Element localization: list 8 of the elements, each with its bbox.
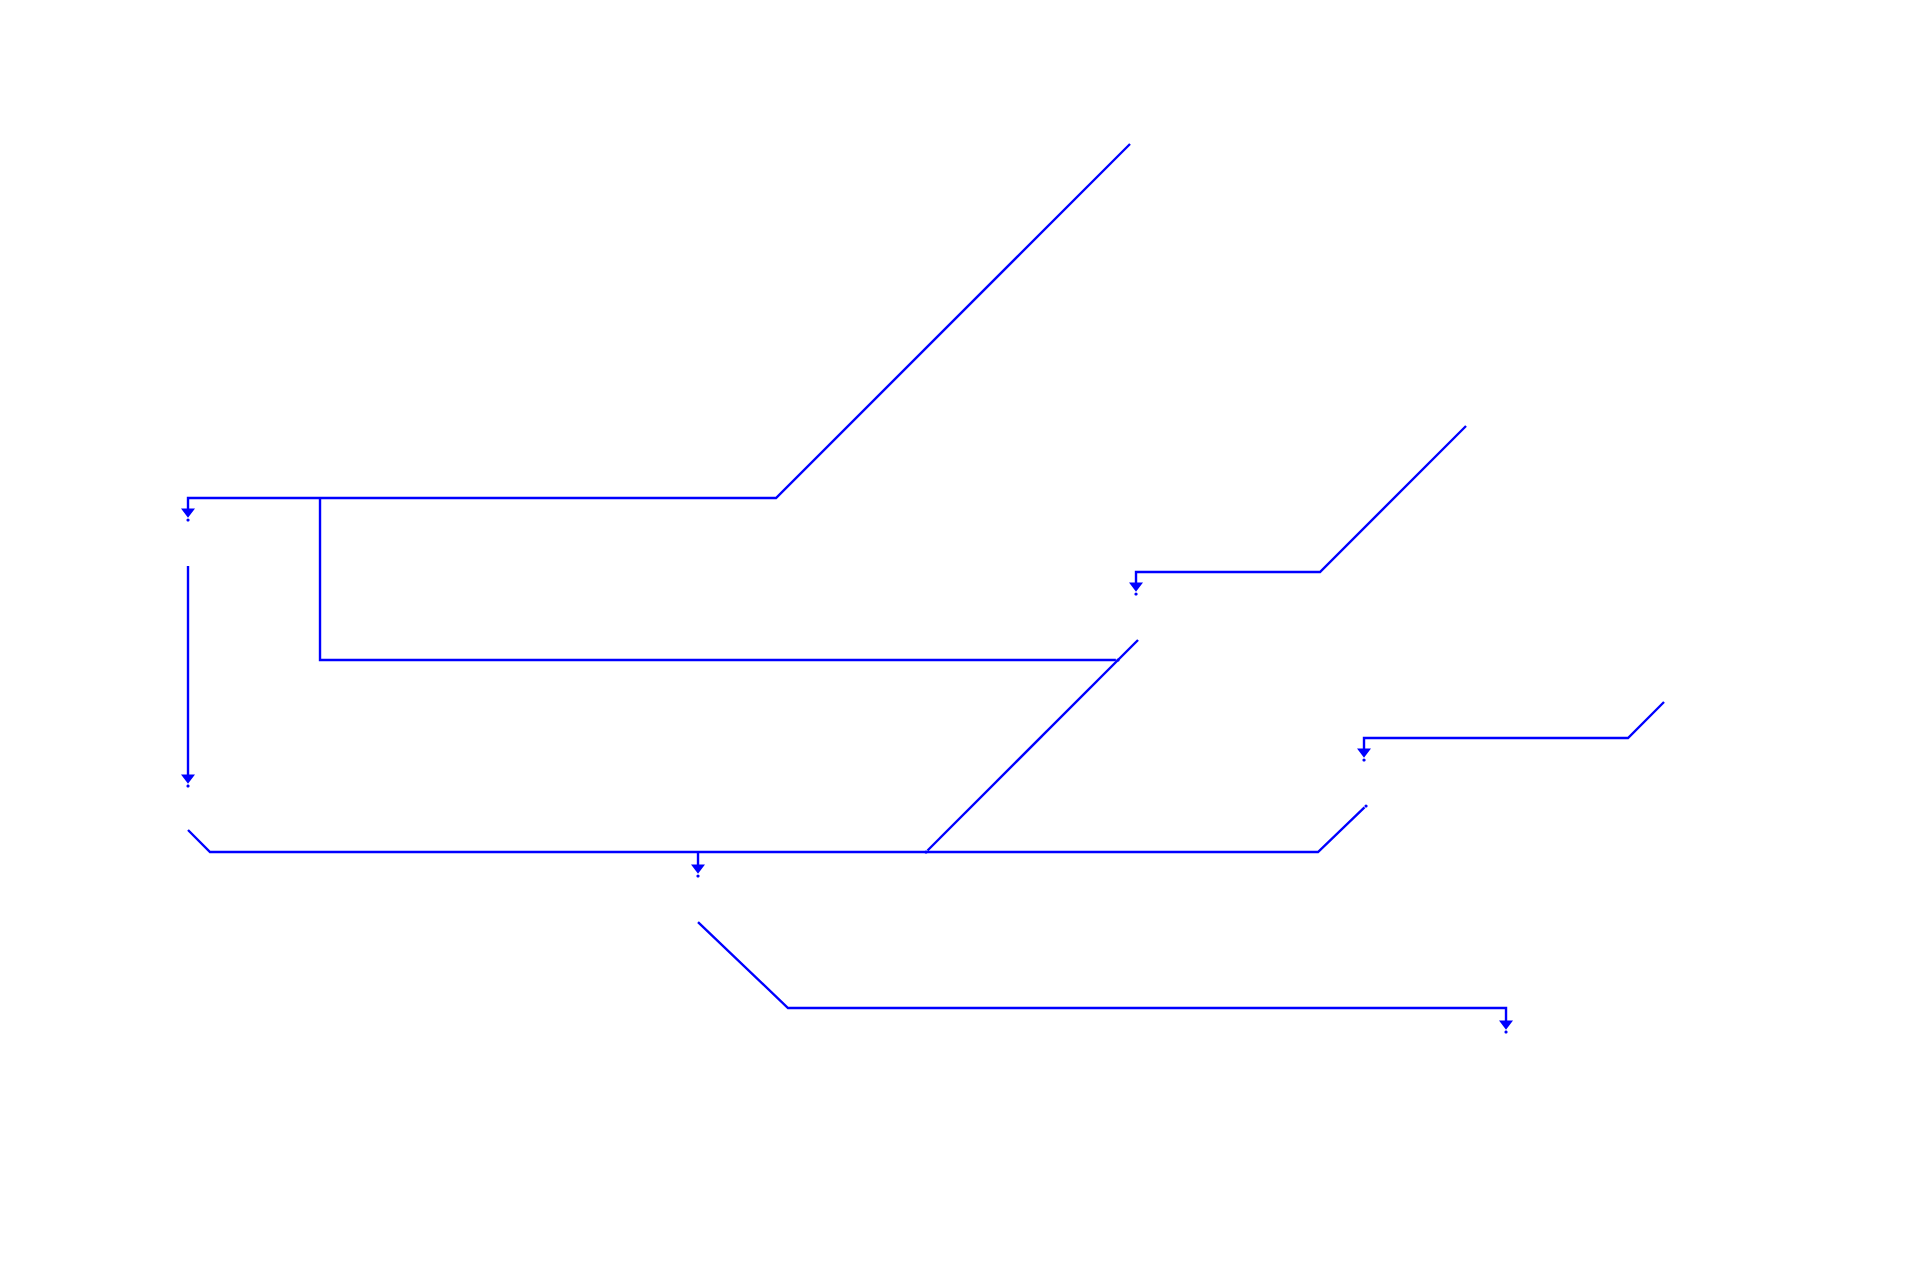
line-end-point <box>696 874 700 878</box>
arrow <box>697 921 1513 1030</box>
line-end-point <box>186 784 190 788</box>
line-end-point <box>1504 1030 1508 1034</box>
line-end-point <box>1364 804 1368 808</box>
line-end-point <box>186 518 190 522</box>
line-end-point <box>1362 758 1366 762</box>
line-end-point <box>1134 592 1138 596</box>
